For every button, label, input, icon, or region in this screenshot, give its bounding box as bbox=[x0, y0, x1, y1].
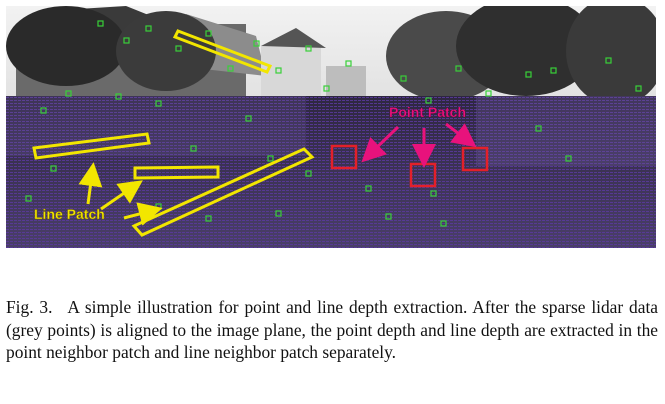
point-patch-box bbox=[461, 146, 489, 172]
line-patch-box bbox=[172, 29, 273, 74]
line-patch-arrows bbox=[78, 162, 163, 226]
line-patch-boxes bbox=[32, 29, 315, 237]
caption-text: A simple illustration for point and line… bbox=[6, 297, 659, 362]
point-patch-arrows bbox=[361, 122, 477, 168]
feature-markers bbox=[25, 20, 642, 227]
line-patch-box bbox=[32, 132, 151, 160]
point-patch-label: Point Patch bbox=[389, 104, 466, 120]
line-patch-box bbox=[133, 165, 220, 180]
line-patch-label: Line Patch bbox=[34, 206, 105, 222]
caption-label: Fig. 3. bbox=[6, 297, 53, 317]
line-patch-box bbox=[131, 147, 315, 237]
figure-image: Line Patch Point Patch bbox=[6, 6, 656, 248]
figure-caption: Fig. 3. A simple illustration for point … bbox=[6, 296, 658, 364]
point-patch-box bbox=[330, 144, 358, 170]
